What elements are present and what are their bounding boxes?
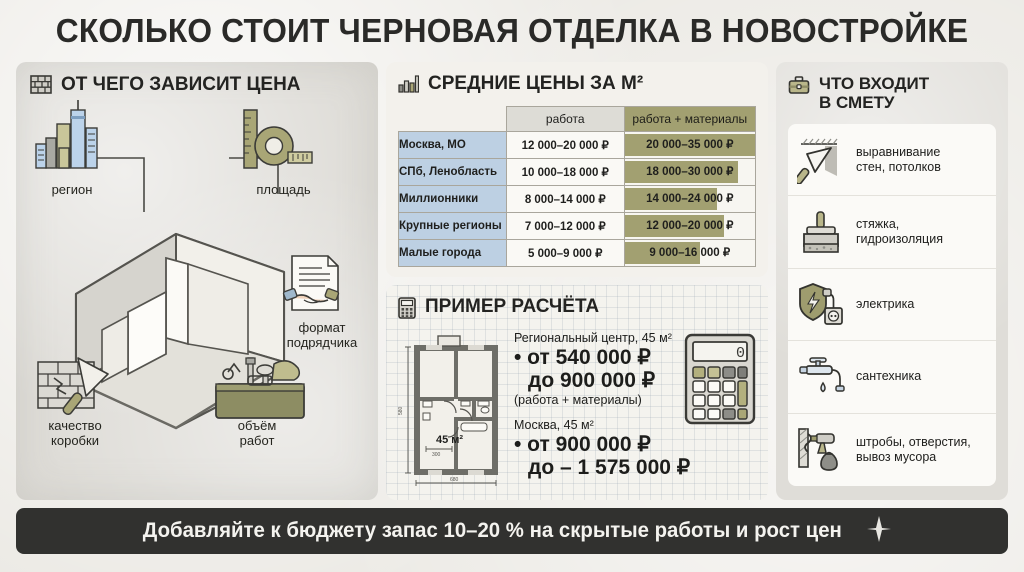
calculator-icon: [398, 297, 416, 325]
trowel-wall-icon: [794, 136, 848, 184]
price-bar: [624, 242, 701, 264]
list-item-label: выравнивание стен, потолков: [856, 144, 941, 174]
brick-wall-icon: [30, 75, 52, 100]
tape-measure-icon: [243, 109, 313, 169]
list-item-label: сантехника: [856, 369, 922, 384]
list-item: штробы, отверстия, вывоз мусора: [788, 414, 996, 486]
prices-heading: СРЕДНИЕ ЦЕНЫ ЗА М²: [398, 73, 643, 99]
cell-region: Москва, МО: [398, 131, 507, 159]
estimate-heading: ЧТО ВХОДИТ В СМЕТУ: [788, 74, 929, 112]
cell-work-materials-price: 9 000–16 000 ₽: [623, 239, 757, 267]
cell-region: Крупные регионы: [398, 212, 507, 240]
footer-text: Добавляйте к бюджету запас 10–20 % на ск…: [142, 519, 842, 542]
factor-label-area: площадь: [256, 182, 311, 197]
factor-label-volume: объём работ: [237, 418, 277, 448]
price-bar-value: 12 000–20 000 ₽: [646, 219, 734, 232]
price-bar: [624, 134, 755, 156]
city-skyline-icon: [35, 100, 98, 169]
calc-cases: Региональный центр, 45 м² • от 540 000 ₽…: [514, 331, 691, 479]
electric-shield-socket-icon: [794, 280, 848, 328]
cell-work-price: 10 000–18 000 ₽: [505, 158, 625, 186]
floor-plan-icon: 45 м² 680 580 300: [398, 335, 498, 486]
factor-label-region: регион: [51, 182, 93, 197]
column-header-work-materials: работа + материалы: [623, 106, 757, 132]
factors-heading: ОТ ЧЕГО ЗАВИСИТ ЦЕНА: [30, 74, 301, 100]
example-panel: ПРИМЕР РАСЧЁТА: [386, 285, 768, 500]
list-item: выравнивание стен, потолков: [788, 124, 996, 197]
list-item: сантехника: [788, 341, 996, 414]
case-to-moscow: до – 1 575 000 ₽: [528, 456, 691, 479]
case-from-regional: • от 540 000 ₽: [514, 346, 651, 369]
price-bar: [624, 188, 718, 210]
cell-work-price: 8 000–14 000 ₽: [505, 185, 625, 213]
price-bar-value: 9 000–16 000 ₽: [649, 246, 731, 259]
cell-work-materials-price: 12 000–20 000 ₽: [623, 212, 757, 240]
cell-work-price: 7 000–12 000 ₽: [505, 212, 625, 240]
footer-banner: Добавляйте к бюджету запас 10–20 % на ск…: [16, 508, 1008, 554]
price-bar-value: 14 000–24 000 ₽: [646, 192, 734, 205]
example-heading-label: ПРИМЕР РАСЧЁТА: [425, 296, 600, 317]
sparkle-icon: [866, 515, 892, 548]
plan-dim-inner: 300: [432, 452, 441, 458]
example-heading: ПРИМЕР РАСЧЁТА: [398, 296, 599, 325]
factors-heading-label: ОТ ЧЕГО ЗАВИСИТ ЦЕНА: [61, 74, 301, 95]
case-caption-moscow: Москва, 45 м²: [514, 418, 594, 432]
case-from-moscow: • от 900 000 ₽: [514, 433, 651, 456]
column-header-work: работа: [505, 106, 625, 132]
cell-work-price: 5 000–9 000 ₽: [505, 239, 625, 267]
plan-area-label: 45 м²: [436, 434, 463, 446]
cell-region: Малые города: [398, 239, 507, 267]
factor-label-quality: качество коробки: [48, 418, 102, 448]
toolbox-icon: [215, 357, 305, 419]
price-bar-value: 18 000–30 000 ₽: [646, 165, 734, 178]
faucet-icon: [794, 353, 848, 401]
cell-work-price: 12 000–20 000 ₽: [505, 131, 625, 159]
briefcase-icon: [788, 75, 810, 98]
plan-dim-bottom: 680: [450, 477, 459, 483]
calculator-graphic-icon: 0: [684, 333, 756, 425]
calculator-display-value: 0: [736, 345, 745, 362]
page-title: СКОЛЬКО СТОИТ ЧЕРНОВАЯ ОТДЕЛКА В НОВОСТР…: [55, 12, 969, 49]
factors-diagram: [35, 100, 340, 430]
prices-panel: СРЕДНИЕ ЦЕНЫ ЗА М² работа работа + матер…: [386, 62, 768, 277]
estimate-list: выравнивание стен, потолков: [788, 124, 996, 486]
factors-panel: ОТ ЧЕГО ЗАВИСИТ ЦЕНА: [16, 62, 378, 500]
screed-float-icon: [794, 208, 848, 256]
contract-handshake-icon: [282, 255, 340, 311]
case-to-regional: до 900 000 ₽: [528, 369, 656, 392]
cell-work-materials-price: 14 000–24 000 ₽: [623, 185, 757, 213]
factor-label-contractor: формат подрядчика: [286, 320, 358, 350]
apartment-shell-3d-icon: [74, 232, 286, 430]
price-bar: [624, 161, 739, 183]
cell-region: Миллионники: [398, 185, 507, 213]
list-item-label: стяжка, гидроизоляция: [856, 217, 943, 247]
case-note-regional: (работа + материалы): [514, 393, 642, 407]
price-bar-value: 20 000–35 000 ₽: [646, 138, 734, 151]
price-bar: [624, 215, 724, 237]
bar-chart-icon: [398, 74, 420, 99]
table-header-row: работа работа + материалы: [399, 106, 757, 132]
cell-work-materials-price: 20 000–35 000 ₽: [623, 131, 757, 159]
drill-debris-bag-icon: [794, 426, 848, 474]
list-item-label: электрика: [856, 296, 915, 311]
prices-heading-label: СРЕДНИЕ ЦЕНЫ ЗА М²: [428, 73, 644, 94]
brick-trowel-icon: [37, 357, 109, 416]
cell-work-materials-price: 18 000–30 000 ₽: [623, 158, 757, 186]
list-item-label: штробы, отверстия, вывоз мусора: [856, 434, 971, 464]
cell-region: СПб, Ленобласть: [398, 158, 507, 186]
list-item: стяжка, гидроизоляция: [788, 196, 996, 269]
plan-dim-left: 580: [398, 406, 404, 415]
case-caption-regional: Региональный центр, 45 м²: [514, 331, 672, 345]
estimate-heading-label: ЧТО ВХОДИТ В СМЕТУ: [819, 74, 930, 112]
list-item: электрика: [788, 269, 996, 342]
estimate-panel: ЧТО ВХОДИТ В СМЕТУ: [776, 62, 1008, 500]
